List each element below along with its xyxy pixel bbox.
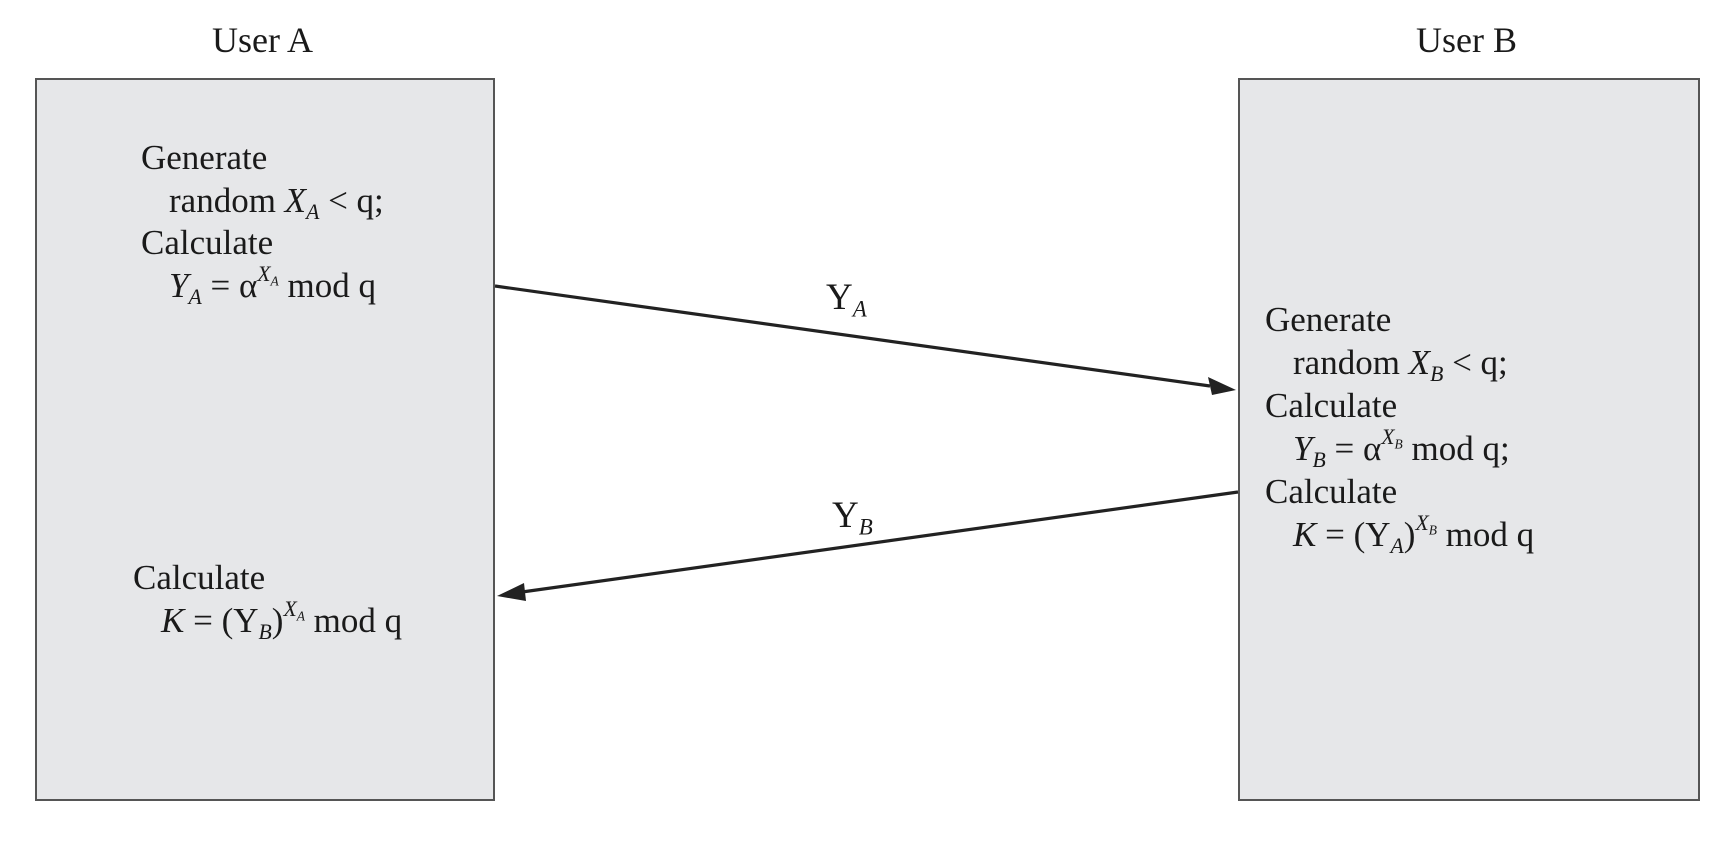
user-a-calculate-label-1: Calculate: [141, 223, 274, 262]
user-b-yb-formula: YB = αXB mod q;: [1293, 425, 1510, 472]
user-b-generate-label: Generate: [1265, 300, 1392, 339]
user-a-calculate-label-2: Calculate: [133, 558, 266, 597]
user-a-generate-label: Generate: [141, 138, 268, 177]
user-b-random-step: random XB < q;: [1293, 343, 1508, 386]
arrow-yb-head: [497, 583, 526, 601]
arrow-yb-line: [521, 490, 1239, 594]
user-b-calculate-label-2: Calculate: [1265, 472, 1398, 511]
user-b-calculate-label-1: Calculate: [1265, 386, 1398, 425]
message-ya-label: YA: [826, 277, 867, 322]
user-a-ya-formula: YA = αXA mod q: [169, 262, 376, 309]
user-b-label: User B: [1416, 20, 1517, 60]
user-a-panel: [35, 78, 495, 801]
user-b-k-formula: K = (YA)XB mod q: [1293, 511, 1535, 558]
user-a-k-formula: K = (YB)XA mod q: [161, 597, 403, 644]
user-b-panel: [1238, 78, 1700, 801]
message-yb-label: YB: [832, 495, 873, 540]
user-a-label: User A: [212, 20, 313, 60]
user-a-random-step: random XA < q;: [169, 181, 384, 224]
arrow-ya-head: [1208, 377, 1236, 395]
